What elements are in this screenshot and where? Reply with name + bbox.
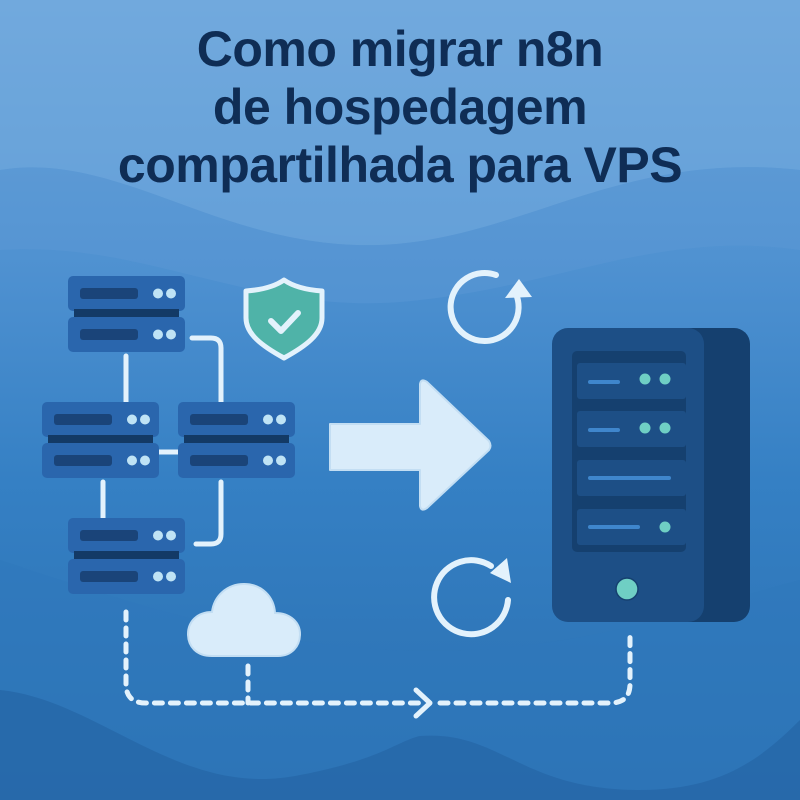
refresh-icon-bottom [431, 557, 511, 638]
shield-check-icon [243, 277, 325, 361]
title-line-2: de hospedagem [212, 79, 588, 135]
source-server-4 [68, 518, 185, 594]
title-line-3: compartilhada para VPS [117, 137, 683, 193]
page-title: Como migrar n8n de hospedagem compartilh… [0, 20, 800, 194]
vps-rack-unit-1 [577, 363, 686, 399]
vps-power-button [615, 577, 639, 601]
server-connectors [100, 335, 224, 547]
refresh-icon-top [447, 270, 532, 345]
cloud-icon [186, 582, 302, 657]
source-server-3 [178, 402, 295, 478]
vps-rack-unit-3 [577, 460, 686, 496]
dashed-path-arrowhead [413, 687, 433, 719]
source-server-2 [42, 402, 159, 478]
dashed-migration-path [123, 609, 633, 706]
source-server-1 [68, 276, 185, 352]
vps-server [552, 328, 750, 622]
vps-rack-unit-2 [577, 411, 686, 447]
title-line-1: Como migrar n8n [196, 21, 604, 77]
arrow-right-icon [329, 379, 492, 511]
vps-rack-unit-4 [577, 509, 686, 545]
